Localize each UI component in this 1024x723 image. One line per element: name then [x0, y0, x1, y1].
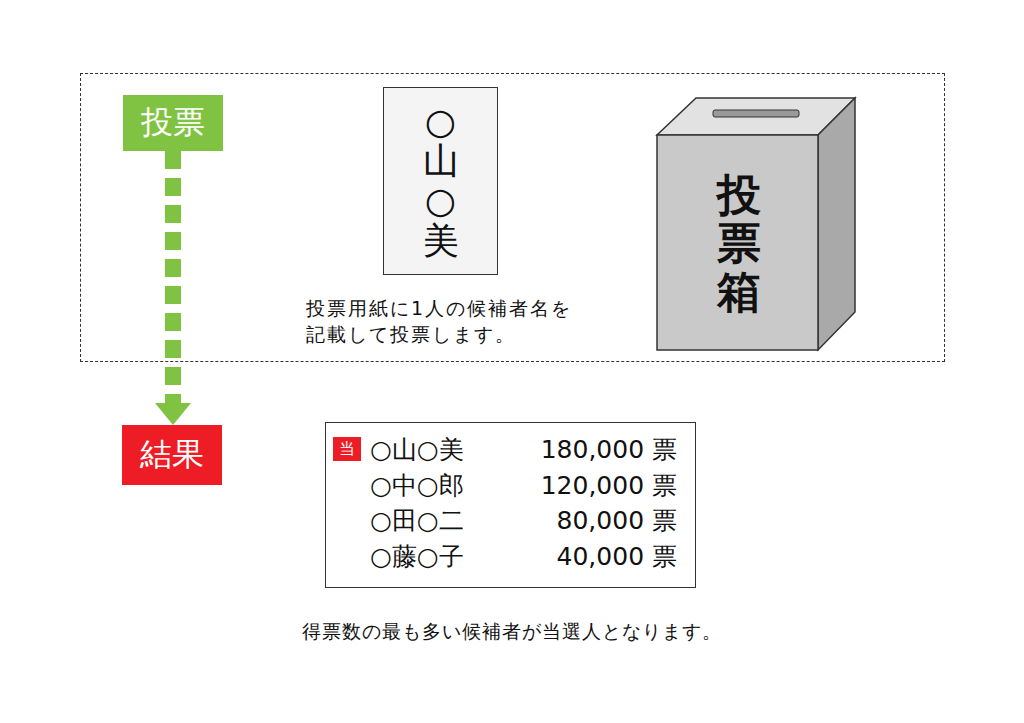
voting-region: 投票用紙に1人の候補者名を 記載して投票します。 投票 ○山○美 投票箱: [80, 73, 945, 362]
step-title: 結果: [140, 433, 204, 477]
candidate-name: ○藤○子: [370, 543, 464, 571]
box-front: [657, 135, 818, 350]
note-text: 投票用紙に1人の候補者名を 記載して投票します。: [306, 296, 591, 347]
step-label: 結果: [122, 425, 222, 485]
vote-count: 120,000 票: [541, 472, 677, 500]
candidate-name: ○中○郎: [370, 472, 464, 500]
box-side: [818, 98, 855, 350]
badge-text: 当: [339, 441, 355, 457]
ballot-paper: ○山○美: [383, 87, 498, 275]
candidate-name: ○山○美: [370, 436, 464, 464]
winner-badge: 当: [333, 437, 361, 461]
result-box: ○山○美 180,000 票 ○中○郎 120,000 票 ○田○二 80,000 票 ○藤…: [325, 422, 696, 588]
arrow-head: [155, 403, 191, 425]
step-title: 投票: [141, 101, 205, 145]
caption: 得票数の最も多い候補者が当選人となります。: [0, 619, 1024, 645]
ballot-slot: [713, 110, 799, 117]
candidate-name: ○田○二: [370, 507, 464, 535]
flow-arrow: [155, 151, 191, 425]
dashed-shaft: [165, 151, 181, 403]
step-label: 投票: [123, 95, 223, 151]
candidate-name-vertical: ○山○美: [423, 102, 459, 260]
vote-count: 40,000 票: [557, 543, 677, 571]
box-label-vertical: 投票箱: [717, 171, 761, 316]
ballot-box: 投票箱: [658, 136, 819, 351]
vote-count: 180,000 票: [541, 436, 677, 464]
vote-count: 80,000 票: [557, 507, 677, 535]
